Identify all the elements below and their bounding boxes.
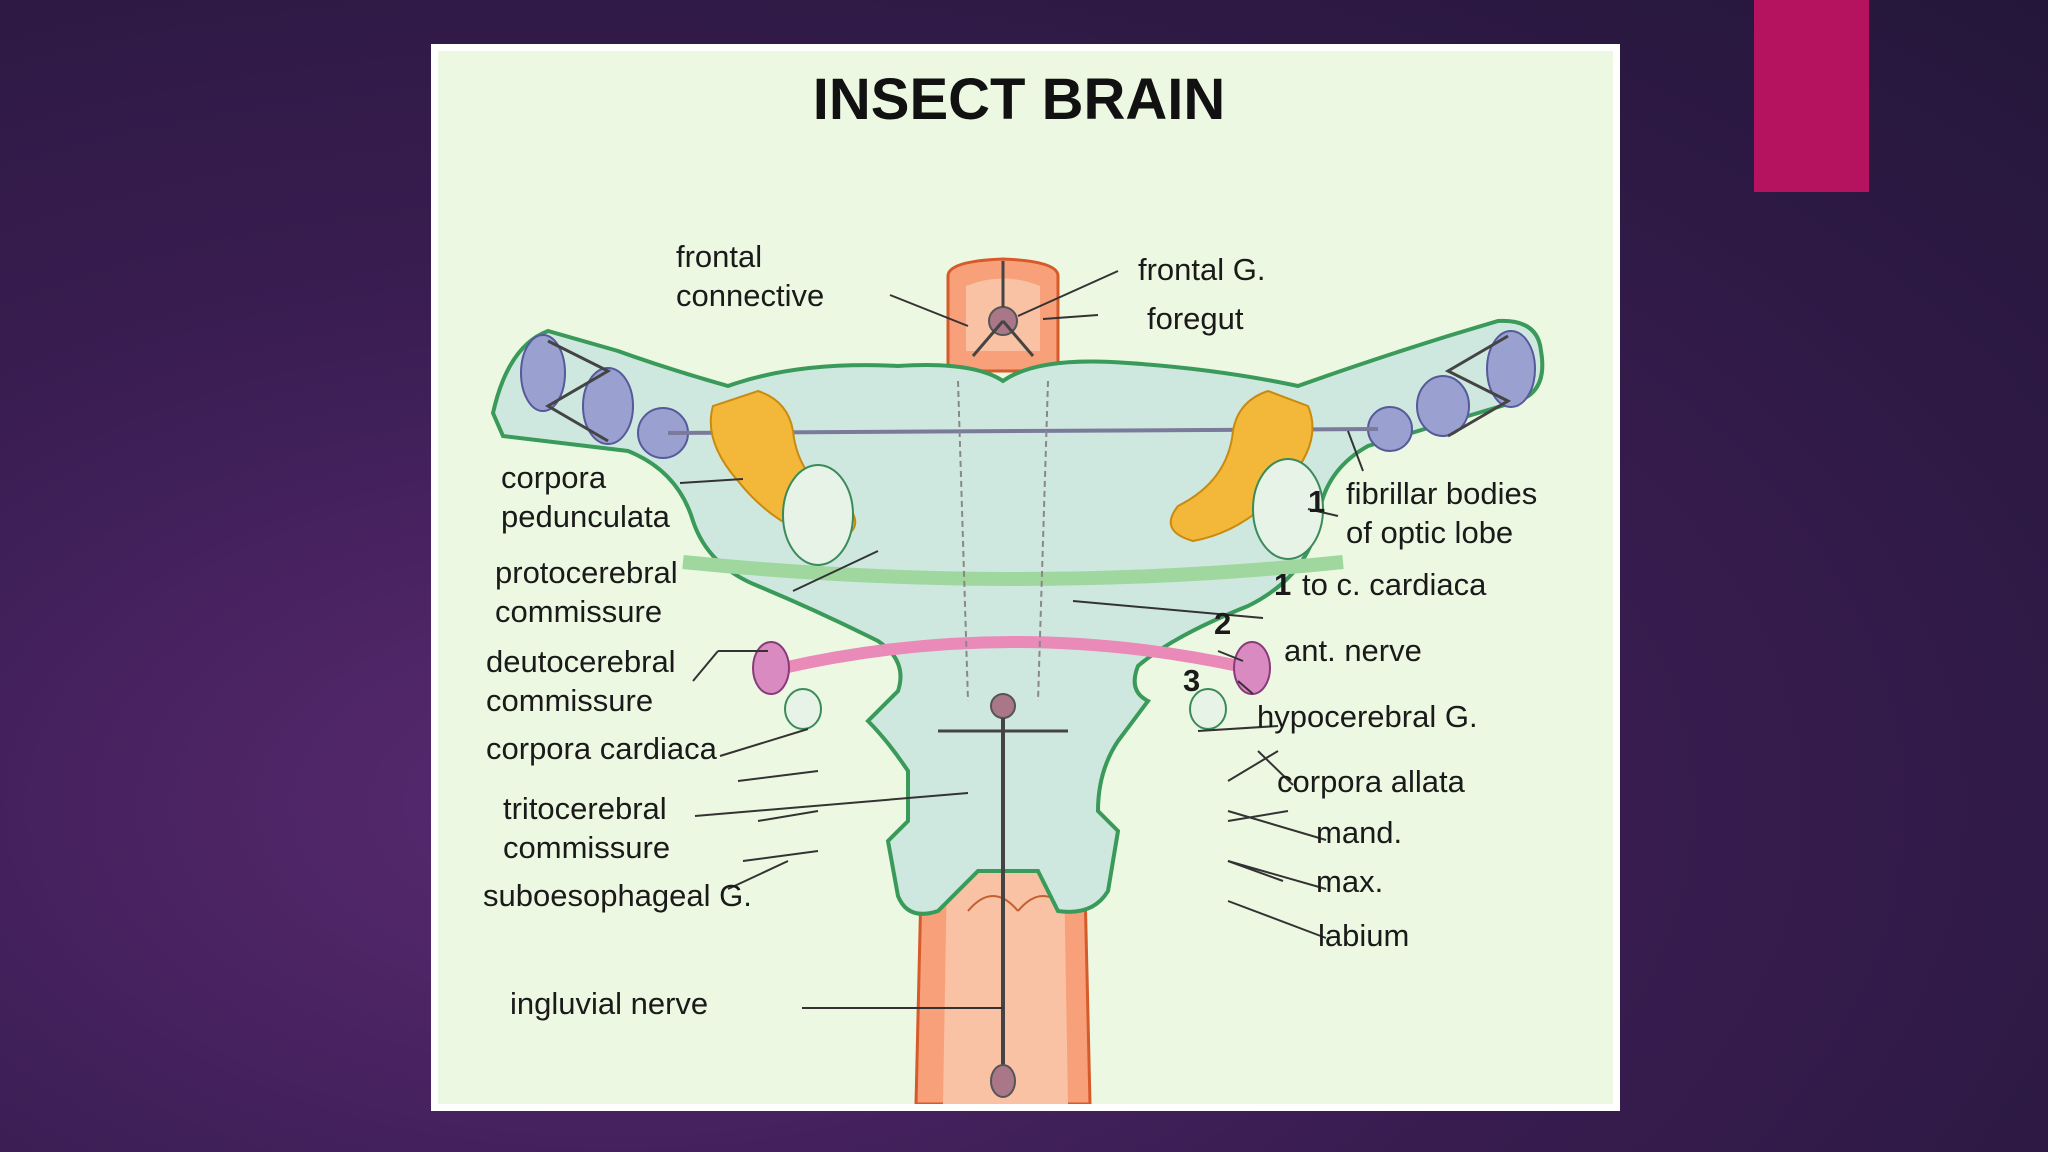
label-corpora-allata: corpora allata [1277,764,1466,799]
label-max: max. [1316,864,1383,899]
label-deutocerebral-line1: deutocerebral [486,644,676,679]
label-ingluvial-nerve: ingluvial nerve [510,986,708,1021]
label-mand: mand. [1316,815,1402,850]
label-tritocerebral-line1: tritocerebral [503,791,667,826]
leader-lines [679,270,1364,1009]
label-tritocerebral-line2: commissure [503,830,670,865]
label-number-2: 2 [1214,606,1231,641]
insect-brain-diagram: INSECT BRAIN [438,51,1613,1104]
accent-tab [1754,0,1869,192]
label-number-3: 3 [1183,663,1200,698]
label-labium: labium [1318,918,1409,953]
ganglia-clusters [752,458,1324,730]
label-suboesophageal-g: suboesophageal G. [483,878,752,913]
label-foregut: foregut [1147,301,1244,336]
label-protocerebral-line2: commissure [495,594,662,629]
label-corpora-cardiaca: corpora cardiaca [486,731,718,766]
diagram-frame: INSECT BRAIN [431,44,1620,1111]
commissures-drawing [682,555,1344,674]
label-hypocerebral-g: hypocerebral G. [1257,699,1478,734]
labels: frontal connective frontal G. foregut co… [483,239,1537,1021]
label-corpora-pedunculata-line2: pedunculata [501,499,671,534]
label-deutocerebral-line2: commissure [486,683,653,718]
label-to-c-cardiaca: to c. cardiaca [1302,567,1487,602]
label-frontal-connective-line1: frontal [676,239,762,274]
optic-lobes [520,330,1536,459]
diagram-title: INSECT BRAIN [813,67,1225,132]
label-protocerebral-line1: protocerebral [495,555,678,590]
label-frontal-connective-line2: connective [676,278,824,313]
label-corpora-pedunculata-line1: corpora [501,460,607,495]
central-nerves [938,261,1068,1098]
label-ant-nerve: ant. nerve [1284,633,1422,668]
label-number-1-cardiaca: 1 [1274,567,1291,602]
label-fibrillar-bodies-line2: of optic lobe [1346,515,1513,550]
label-frontal-g: frontal G. [1138,252,1266,287]
label-fibrillar-bodies-line1: fibrillar bodies [1346,476,1537,511]
label-number-1-fibrillar: 1 [1308,484,1325,519]
